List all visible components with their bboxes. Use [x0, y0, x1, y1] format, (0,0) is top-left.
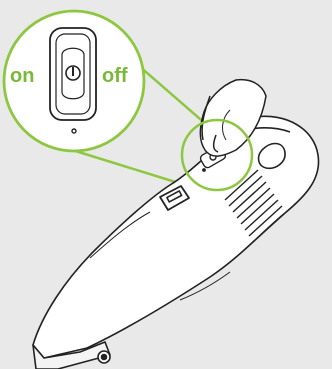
on-label: on — [10, 66, 34, 86]
off-label: off — [102, 66, 128, 86]
handheld-vacuum-icon — [33, 116, 319, 369]
